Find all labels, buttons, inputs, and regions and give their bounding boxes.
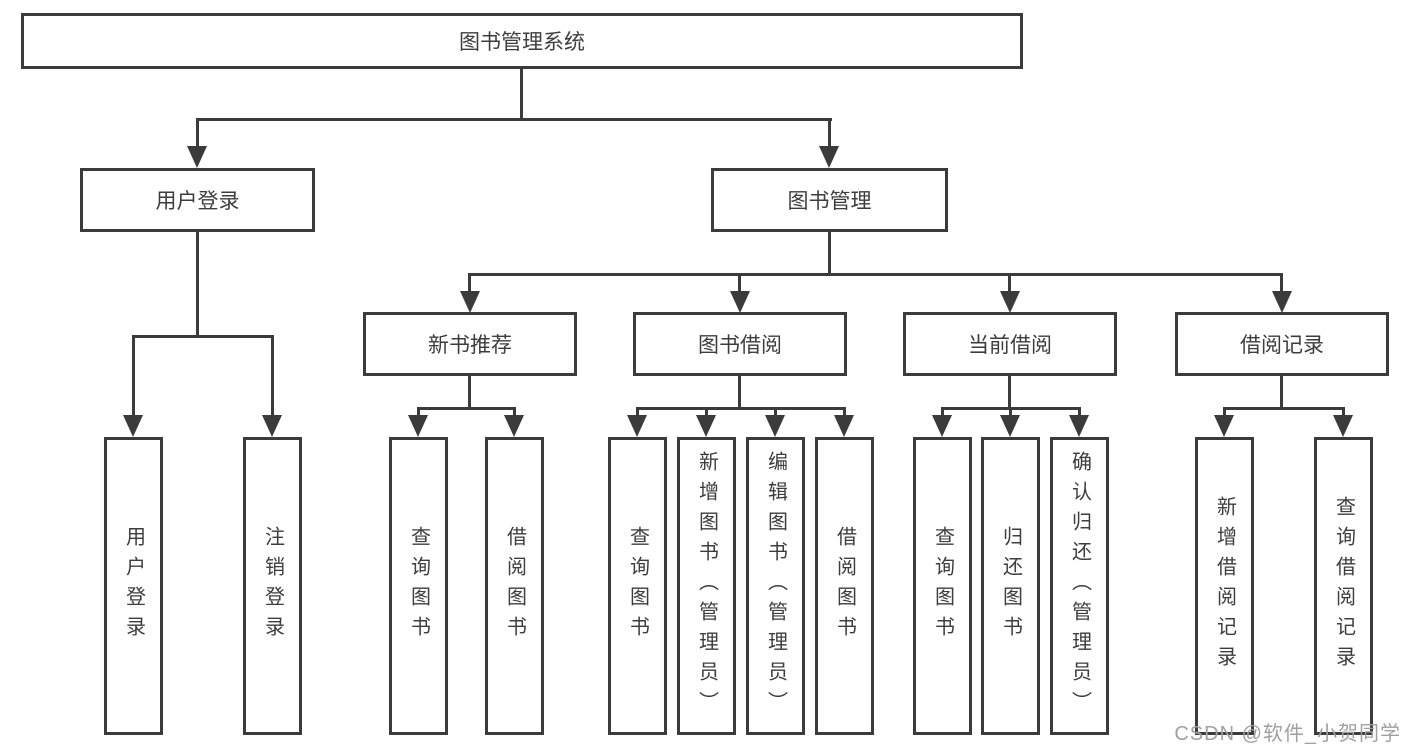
connector-g2-leaf4 [843, 407, 846, 419]
node-label: 借阅记录 [1240, 334, 1324, 357]
arrowhead-g4-leaf2 [1333, 415, 1353, 437]
arrowhead-g2-leaf2 [696, 415, 716, 437]
arrowhead-user-login [187, 146, 207, 168]
leaf-label: 查询图书 [931, 526, 954, 646]
connector-to-book-borrow [738, 273, 741, 293]
leaf-query-book-3: 查询图书 [913, 437, 972, 735]
leaf-logout: 注销登录 [243, 437, 302, 735]
connector-g2-leaf2 [705, 407, 708, 419]
arrowhead-g1-leaf1 [408, 415, 428, 437]
connector-g4-leaf2 [1342, 407, 1345, 419]
leaf-add-book-admin: 新增图书（管理员） [677, 437, 736, 735]
arrowhead-g1-leaf2 [504, 415, 524, 437]
node-new-book-recommend: 新书推荐 [363, 312, 577, 376]
arrowhead-g2-leaf3 [765, 415, 785, 437]
node-label: 图书借阅 [698, 334, 782, 357]
leaf-label: 借阅图书 [503, 526, 526, 646]
connector-g1-stem [468, 376, 471, 409]
connector-to-user-login [196, 118, 199, 150]
connector-to-borrow-records [1280, 273, 1283, 293]
arrowhead-g3-leaf2 [1000, 415, 1020, 437]
arrowhead-current-borrow [1000, 291, 1020, 313]
leaf-label: 确认归还（管理员） [1068, 451, 1091, 721]
connector-g4-leaf1 [1223, 407, 1226, 419]
node-book-management: 图书管理 [711, 168, 948, 232]
connector-g2-bus [636, 407, 846, 410]
connector-manage-bus [469, 273, 1283, 276]
arrowhead-g3-leaf1 [932, 415, 952, 437]
connector-g3-leaf2 [1009, 407, 1012, 419]
connector-g4-stem [1280, 376, 1283, 409]
connector-g2-leaf1 [636, 407, 639, 419]
connector-g3-leaf1 [941, 407, 944, 419]
arrowhead-book-borrow [730, 291, 750, 313]
leaf-label: 新增图书（管理员） [695, 451, 718, 721]
leaf-label: 编辑图书（管理员） [764, 451, 787, 721]
connector-login-stem [196, 232, 199, 337]
arrowhead-leaf-logout [262, 415, 282, 437]
node-user-login: 用户登录 [80, 168, 315, 232]
leaf-label: 查询图书 [407, 526, 430, 646]
connector-to-new-book [468, 273, 471, 293]
connector-g1-leaf2 [513, 407, 516, 419]
connector-g1-leaf1 [417, 407, 420, 419]
leaf-label: 用户登录 [122, 526, 145, 646]
connector-to-leaf-login [132, 335, 135, 419]
connector-g3-stem [1008, 376, 1011, 409]
arrowhead-g2-leaf1 [627, 415, 647, 437]
leaf-return-book: 归还图书 [981, 437, 1040, 735]
arrowhead-g4-leaf1 [1214, 415, 1234, 437]
connector-g1-bus [417, 407, 516, 410]
arrowhead-book-management [819, 146, 839, 168]
arrowhead-borrow-records [1272, 291, 1292, 313]
leaf-label: 查询借阅记录 [1332, 496, 1355, 676]
connector-to-book-management [828, 118, 831, 150]
leaf-borrow-book-1: 借阅图书 [485, 437, 544, 735]
connector-to-leaf-logout [271, 335, 274, 419]
leaf-query-borrow-record: 查询借阅记录 [1314, 437, 1373, 735]
leaf-edit-book-admin: 编辑图书（管理员） [746, 437, 805, 735]
leaf-add-borrow-record: 新增借阅记录 [1195, 437, 1254, 735]
connector-g3-leaf3 [1078, 407, 1081, 419]
leaf-label: 归还图书 [999, 526, 1022, 646]
connector-login-bus [132, 335, 274, 338]
leaf-query-book-1: 查询图书 [389, 437, 448, 735]
leaf-confirm-return-admin: 确认归还（管理员） [1050, 437, 1109, 735]
node-label: 图书管理系统 [459, 31, 585, 54]
node-label: 当前借阅 [968, 334, 1052, 357]
node-borrow-records: 借阅记录 [1175, 312, 1389, 376]
node-book-borrow: 图书借阅 [633, 312, 847, 376]
csdn-watermark: CSDN @软件_小贺同学 [1174, 723, 1401, 745]
connector-g2-leaf3 [774, 407, 777, 419]
arrowhead-g2-leaf4 [834, 415, 854, 437]
leaf-label: 查询图书 [626, 526, 649, 646]
node-current-borrow: 当前借阅 [903, 312, 1117, 376]
node-label: 图书管理 [787, 190, 872, 213]
leaf-user-login: 用户登录 [104, 437, 163, 735]
leaf-label: 新增借阅记录 [1213, 496, 1236, 676]
connector-to-current-borrow [1008, 273, 1011, 293]
connector-g4-bus [1223, 407, 1345, 410]
arrowhead-g3-leaf3 [1069, 415, 1089, 437]
arrowhead-leaf-login [123, 415, 143, 437]
arrowhead-new-book [460, 291, 480, 313]
node-label: 用户登录 [155, 190, 240, 213]
connector-root-bus [196, 118, 832, 121]
leaf-borrow-book-2: 借阅图书 [815, 437, 874, 735]
node-label: 新书推荐 [428, 334, 512, 357]
node-library-management-system: 图书管理系统 [21, 13, 1023, 69]
leaf-query-book-2: 查询图书 [608, 437, 667, 735]
connector-g2-stem [738, 376, 741, 409]
connector-manage-stem [828, 232, 831, 275]
leaf-label: 注销登录 [261, 526, 284, 646]
leaf-label: 借阅图书 [833, 526, 856, 646]
connector-root-stem [520, 69, 523, 120]
